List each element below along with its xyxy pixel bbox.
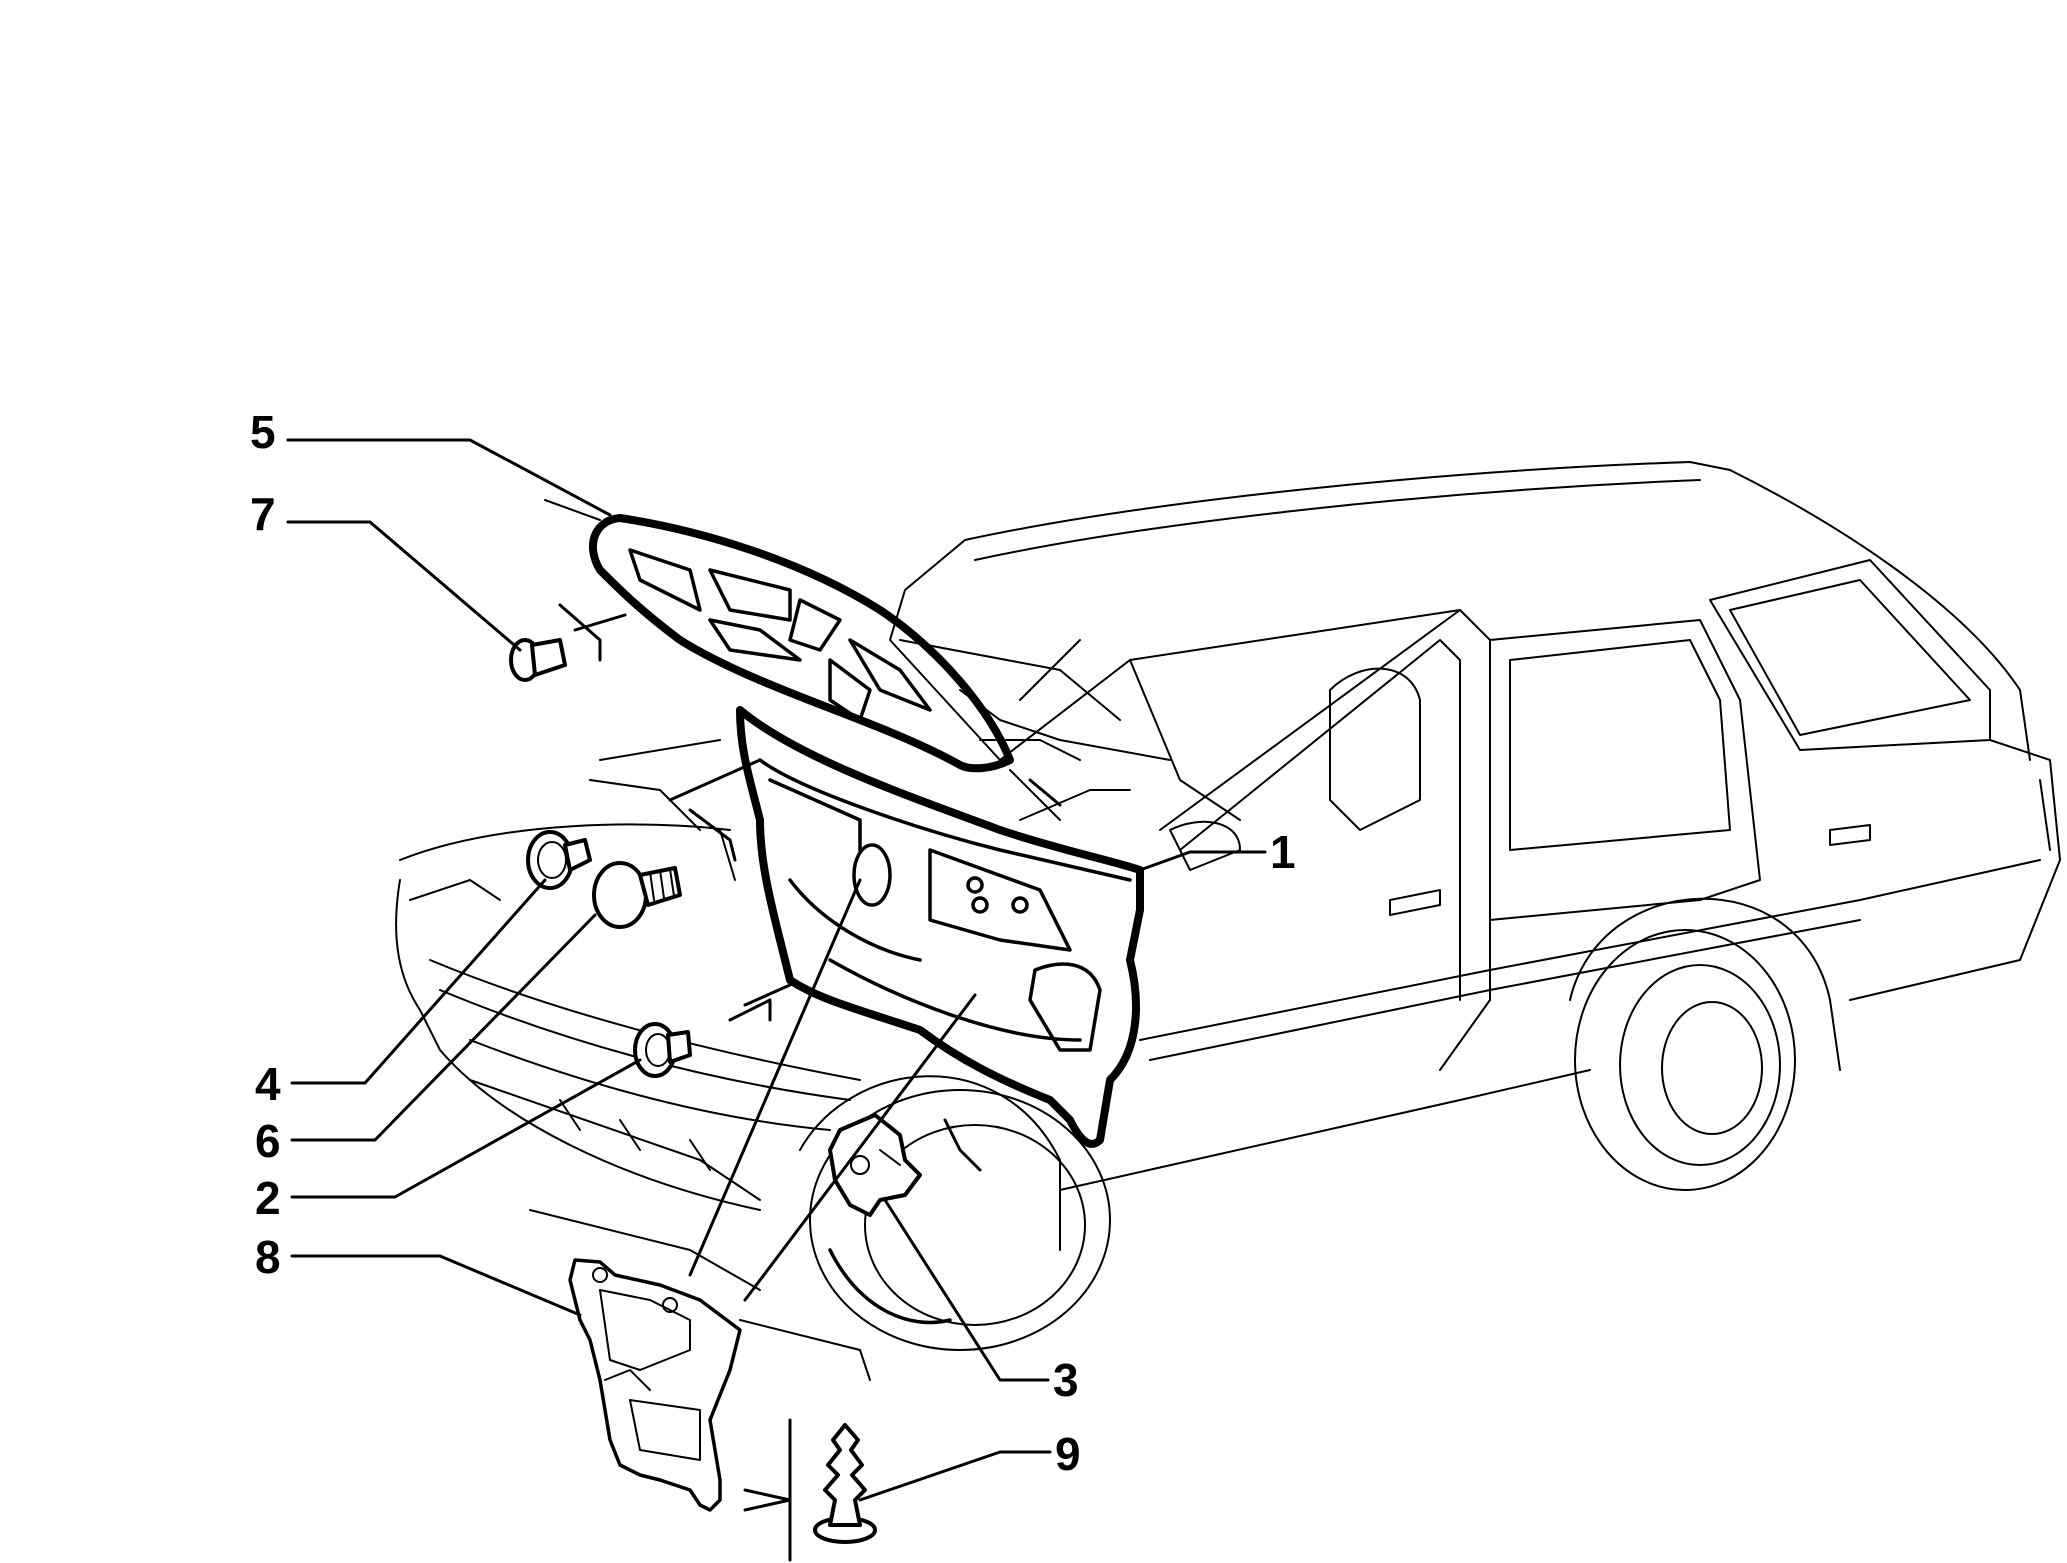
- car-outline: [395, 461, 2061, 1381]
- callout-3: 3: [1053, 1354, 1079, 1406]
- callout-2: 2: [255, 1172, 281, 1224]
- callout-1: 1: [1270, 826, 1296, 878]
- callout-4: 4: [255, 1058, 281, 1110]
- callout-8: 8: [255, 1231, 281, 1283]
- part-3-clip: [828, 1113, 922, 1217]
- callout-7: 7: [250, 488, 276, 540]
- part-2-push-clip: [633, 1022, 692, 1078]
- callout-labels: 5 7 1 4 6 2 8 3 9: [250, 406, 1296, 1480]
- callout-6: 6: [255, 1115, 281, 1167]
- part-7-screw: [509, 638, 567, 682]
- part-4-push-clip: [526, 830, 592, 890]
- part-8-bracket: [568, 1258, 742, 1512]
- callout-9: 9: [1055, 1428, 1081, 1480]
- part-1-dashboard-insulation: [736, 706, 1144, 1148]
- part-6-screw: [592, 861, 682, 929]
- callout-5: 5: [250, 406, 276, 458]
- part-9-fir-tree-clip: [813, 1423, 877, 1544]
- leader-lines: [286, 438, 1267, 1562]
- part-5-bonnet-insulation: [588, 514, 1014, 773]
